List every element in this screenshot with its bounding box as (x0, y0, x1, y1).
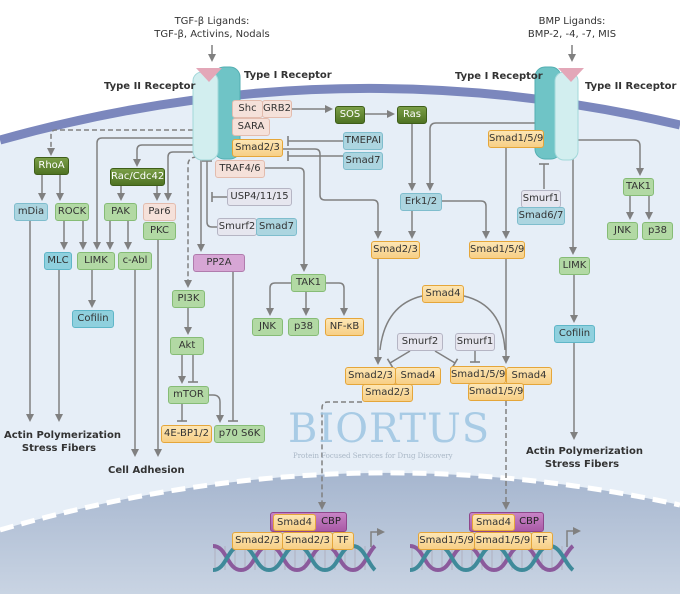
node-smurf1-center[interactable]: Smurf1 (455, 333, 495, 351)
node-smurf2[interactable]: Smurf2 (217, 218, 257, 236)
tgf-ligands-title: TGF-β Ligands: (174, 16, 250, 27)
node-smurf1-right[interactable]: Smurf1 (521, 190, 561, 208)
node-smad67[interactable]: Smad6/7 (517, 207, 565, 225)
node-pi3k[interactable]: PI3K (172, 290, 205, 308)
node-tmepai[interactable]: TMEPAI (343, 132, 383, 150)
node-ras[interactable]: Ras (397, 106, 427, 124)
type1-receptor-label-right: Type I Receptor (455, 71, 543, 82)
tgf-receptor-complex (192, 66, 241, 161)
cell-membrane (0, 83, 680, 145)
nucleus-cbp-right[interactable]: CBP (519, 516, 539, 527)
node-mdia[interactable]: mDia (14, 203, 48, 221)
node-smad23-receptor[interactable]: Smad2/3 (232, 139, 283, 157)
complex-smad23-a[interactable]: Smad2/3 (345, 367, 396, 385)
node-smad159-middle[interactable]: Smad1/5/9 (469, 241, 525, 259)
node-akt[interactable]: Akt (170, 337, 204, 355)
node-shc[interactable]: Shc (232, 100, 263, 118)
node-c-abl[interactable]: c-Abl (118, 252, 152, 270)
node-traf46[interactable]: TRAF4/6 (215, 160, 265, 178)
nucleus-smad23-2[interactable]: Smad2/3 (282, 532, 333, 550)
node-sara[interactable]: SARA (232, 118, 270, 136)
node-sos[interactable]: SOS (335, 106, 365, 124)
node-smad4-center[interactable]: Smad4 (422, 285, 464, 303)
nucleus-tf-left[interactable]: TF (332, 532, 354, 550)
nucleus-smad159-2[interactable]: Smad1/5/9 (474, 532, 532, 550)
node-smad159-receptor[interactable]: Smad1/5/9 (488, 130, 544, 148)
node-grb2[interactable]: GRB2 (262, 100, 292, 118)
node-pp2a[interactable]: PP2A (193, 254, 245, 272)
outcome-cell-adhesion: Cell Adhesion (108, 465, 185, 476)
watermark-logo: BIORTUS (288, 406, 491, 452)
node-tak1-right[interactable]: TAK1 (623, 178, 654, 196)
outcome-stress-fibers-left: Stress Fibers (21, 443, 97, 454)
nucleus-tf-right[interactable]: TF (531, 532, 553, 550)
outcome-actin-right: Actin Polymerization (526, 446, 643, 457)
bmp-ligands-list: BMP-2, -4, -7, MIS (527, 29, 617, 40)
nuclear-envelope (0, 470, 680, 533)
node-smad7[interactable]: Smad7 (343, 152, 383, 170)
node-smad7-b[interactable]: Smad7 (256, 218, 297, 236)
node-rock[interactable]: ROCK (55, 203, 89, 221)
outcome-stress-fibers-right: Stress Fibers (544, 459, 620, 470)
type1-receptor-label-left: Type I Receptor (244, 70, 332, 81)
node-usp4-11-15[interactable]: USP4/11/15 (227, 188, 292, 206)
node-par6[interactable]: Par6 (143, 203, 176, 221)
node-pak[interactable]: PAK (104, 203, 137, 221)
node-rhoa[interactable]: RhoA (34, 157, 69, 175)
node-cofilin-left[interactable]: Cofilin (72, 310, 114, 328)
type2-receptor-label-right: Type II Receptor (585, 81, 677, 92)
node-p70-s6k[interactable]: p70 S6K (214, 425, 265, 443)
nucleus-smad4-left[interactable]: Smad4 (273, 514, 316, 531)
node-4e-bp12[interactable]: 4E-BP1/2 (161, 425, 212, 443)
node-limk-left[interactable]: LIMK (77, 252, 115, 270)
nucleus-smad4-right[interactable]: Smad4 (472, 514, 515, 531)
nucleus-smad159-1[interactable]: Smad1/5/9 (418, 532, 475, 550)
node-limk-right[interactable]: LIMK (559, 257, 590, 275)
node-smurf2-center[interactable]: Smurf2 (397, 333, 443, 351)
tgf-ligands-list: TGF-β, Activins, Nodals (154, 29, 270, 40)
node-p38-middle[interactable]: p38 (288, 318, 319, 336)
pathway-arrows (26, 45, 653, 547)
type2-receptor-label-left: Type II Receptor (104, 81, 196, 92)
node-jnk-right[interactable]: JNK (607, 222, 638, 240)
complex-smad159-b[interactable]: Smad1/5/9 (468, 383, 524, 401)
node-mtor[interactable]: mTOR (168, 386, 209, 404)
bmp-ligands-title: BMP Ligands: (538, 16, 606, 27)
node-mlc[interactable]: MLC (44, 252, 72, 270)
nucleus-smad23-1[interactable]: Smad2/3 (232, 532, 283, 550)
node-pkc[interactable]: PKC (143, 222, 176, 240)
complex-smad4-a[interactable]: Smad4 (395, 367, 441, 385)
node-tak1-middle[interactable]: TAK1 (291, 274, 326, 292)
node-rac-cdc42[interactable]: Rac/Cdc42 (110, 168, 165, 186)
node-p38-right[interactable]: p38 (642, 222, 673, 240)
node-cofilin-right[interactable]: Cofilin (554, 325, 595, 343)
node-nf-kb[interactable]: NF-κB (325, 318, 364, 336)
node-smad23-middle[interactable]: Smad2/3 (371, 241, 420, 259)
complex-smad4-b[interactable]: Smad4 (506, 367, 552, 385)
node-erk12[interactable]: Erk1/2 (400, 193, 442, 211)
complex-smad23-b[interactable]: Smad2/3 (362, 384, 413, 402)
watermark-tagline: Protein Focused Services for Drug Discov… (293, 452, 453, 460)
outcome-actin-left: Actin Polymerization (4, 430, 121, 441)
complex-smad159-a[interactable]: Smad1/5/9 (450, 366, 506, 384)
nucleus-cbp-left[interactable]: CBP (321, 516, 341, 527)
node-jnk-middle[interactable]: JNK (252, 318, 283, 336)
